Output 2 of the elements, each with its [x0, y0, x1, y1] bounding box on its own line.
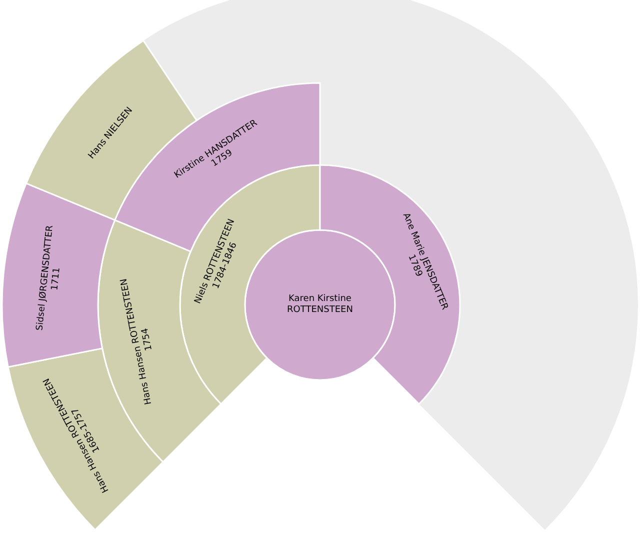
- person-name: Karen Kirstine ROTTENSTEEN: [286, 294, 354, 316]
- life-dates: 1711: [50, 267, 64, 291]
